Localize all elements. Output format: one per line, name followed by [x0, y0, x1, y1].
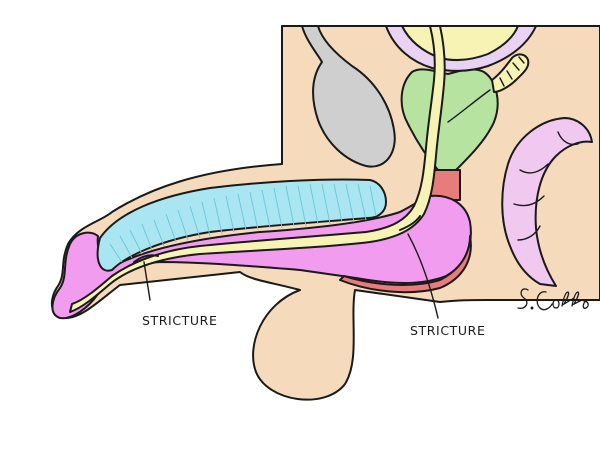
ejaculatory-duct [447, 89, 491, 123]
seminal-vesicle-folds [499, 56, 525, 87]
stricture-leader-bulbar [407, 233, 439, 319]
cavernosum-striations [109, 183, 377, 263]
bulbar-stricture-narrowing [399, 215, 421, 231]
penile-stricture-narrowing [133, 254, 159, 263]
artist-signature [517, 288, 589, 311]
stricture-label-penile: STRICTURE [142, 313, 217, 328]
corpus-spongiosum [51, 194, 472, 320]
urethra [69, 25, 446, 313]
rectum-folds [513, 131, 579, 241]
stricture-label-bulbar: STRICTURE [410, 323, 485, 338]
bulbospongiosus-layer [339, 235, 472, 294]
seminal-vesicle [491, 53, 530, 93]
rectum [501, 117, 593, 287]
stricture-leader-penile [143, 261, 151, 301]
pubic-bone [301, 25, 396, 168]
